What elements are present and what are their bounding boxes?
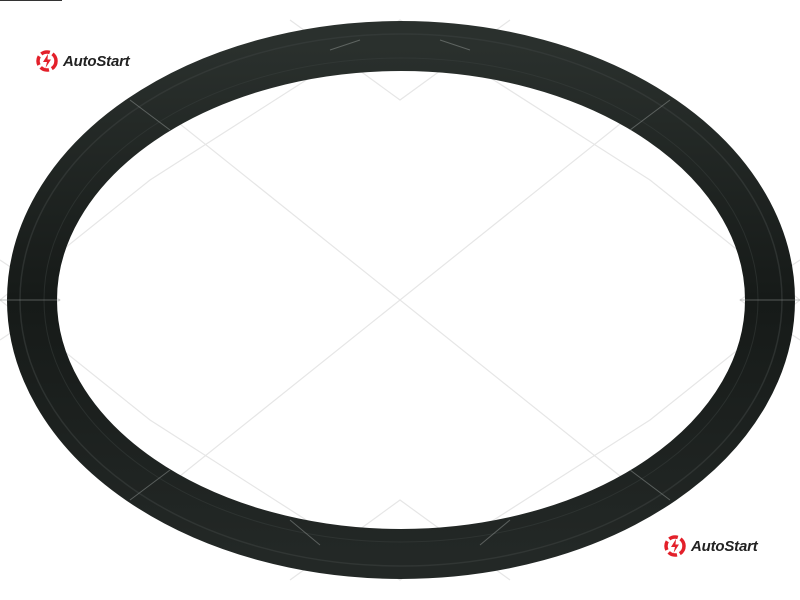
autostart-logo-icon: [664, 535, 686, 557]
brand-name: AutoStart: [63, 52, 130, 70]
top-edge-line: [0, 0, 62, 1]
brand-watermark-bottom: AutoStart: [664, 535, 758, 557]
brand-watermark-top: AutoStart: [36, 50, 130, 72]
brand-name: AutoStart: [691, 537, 758, 555]
autostart-logo-icon: [36, 50, 58, 72]
